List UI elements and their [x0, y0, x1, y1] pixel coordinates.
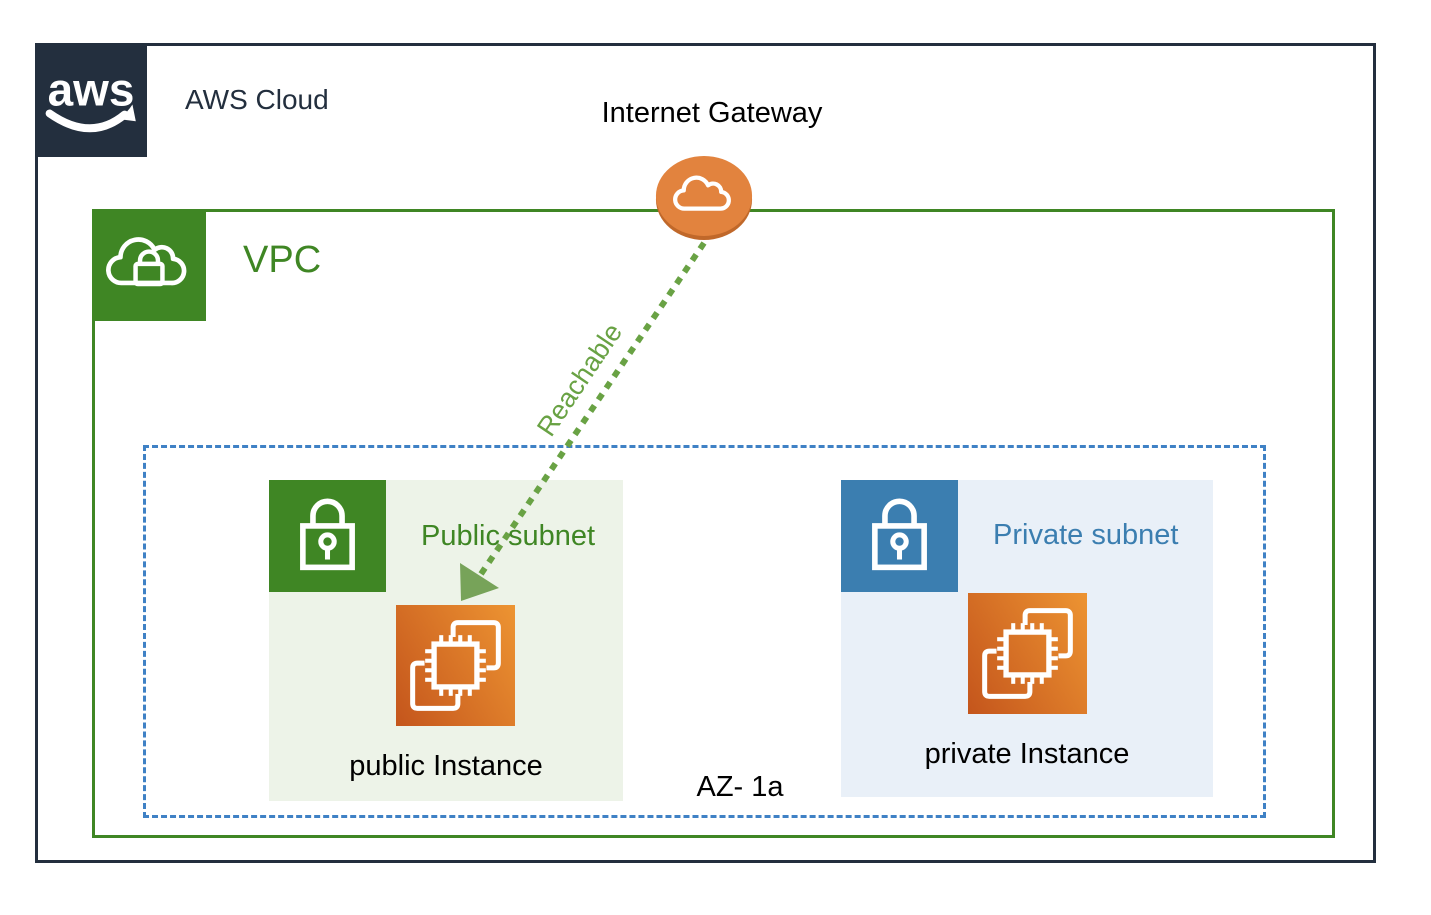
chip-body [431, 641, 480, 690]
chip-body [1003, 629, 1052, 678]
chip-pins [425, 635, 486, 696]
private-instance-label: private Instance [924, 738, 1130, 770]
lock-shackle [137, 249, 161, 264]
public-ec2-instance-icon [396, 605, 515, 726]
vpc-icon [92, 209, 206, 321]
igw-cloud-icon [655, 156, 753, 240]
public-subnet-lock-icon [269, 480, 386, 592]
aws-smile-arrow-tip [117, 104, 136, 122]
ec2-chip-icon [982, 608, 1073, 699]
chip-pins [997, 623, 1058, 684]
instance-bracket-top-right [450, 620, 501, 671]
aws-logo-text: aws [48, 64, 135, 116]
availability-zone-label: AZ- 1a [696, 771, 784, 803]
public-instance-label: public Instance [349, 750, 543, 782]
public-subnet-label: Public subnet [421, 520, 596, 552]
aws-logo: aws [35, 43, 147, 157]
lock-shackle [882, 498, 917, 526]
private-subnet-lock-icon [841, 480, 958, 592]
internet-gateway-icon [654, 155, 754, 241]
aws-smile-swoosh [45, 109, 129, 133]
lock-keyhole [890, 532, 909, 551]
cloud-outline [673, 175, 731, 211]
igw-circle [655, 156, 753, 236]
lock-keyhole [318, 532, 337, 551]
vpc-cloud-lock-icon [106, 237, 187, 287]
private-ec2-instance-icon [968, 593, 1087, 714]
aws-cloud-container [35, 43, 1376, 863]
lock-body [300, 523, 355, 571]
internet-gateway-label: Internet Gateway [601, 97, 823, 129]
instance-bracket-bottom-left [410, 660, 461, 711]
private-subnet-label: Private subnet [993, 519, 1179, 551]
lock-body [872, 523, 927, 571]
lock-body [133, 261, 165, 287]
instance-bracket-top-right [1022, 608, 1073, 659]
ec2-chip-icon [410, 620, 501, 711]
vpc-label: VPC [243, 239, 322, 281]
lock-icon [872, 498, 927, 571]
lock-shackle [310, 498, 345, 526]
aws-cloud-label: AWS Cloud [185, 84, 329, 115]
cloud-outline [106, 237, 187, 286]
instance-bracket-bottom-left [982, 648, 1033, 699]
aws-logo-icon: aws [45, 64, 136, 133]
lock-icon [300, 498, 355, 571]
